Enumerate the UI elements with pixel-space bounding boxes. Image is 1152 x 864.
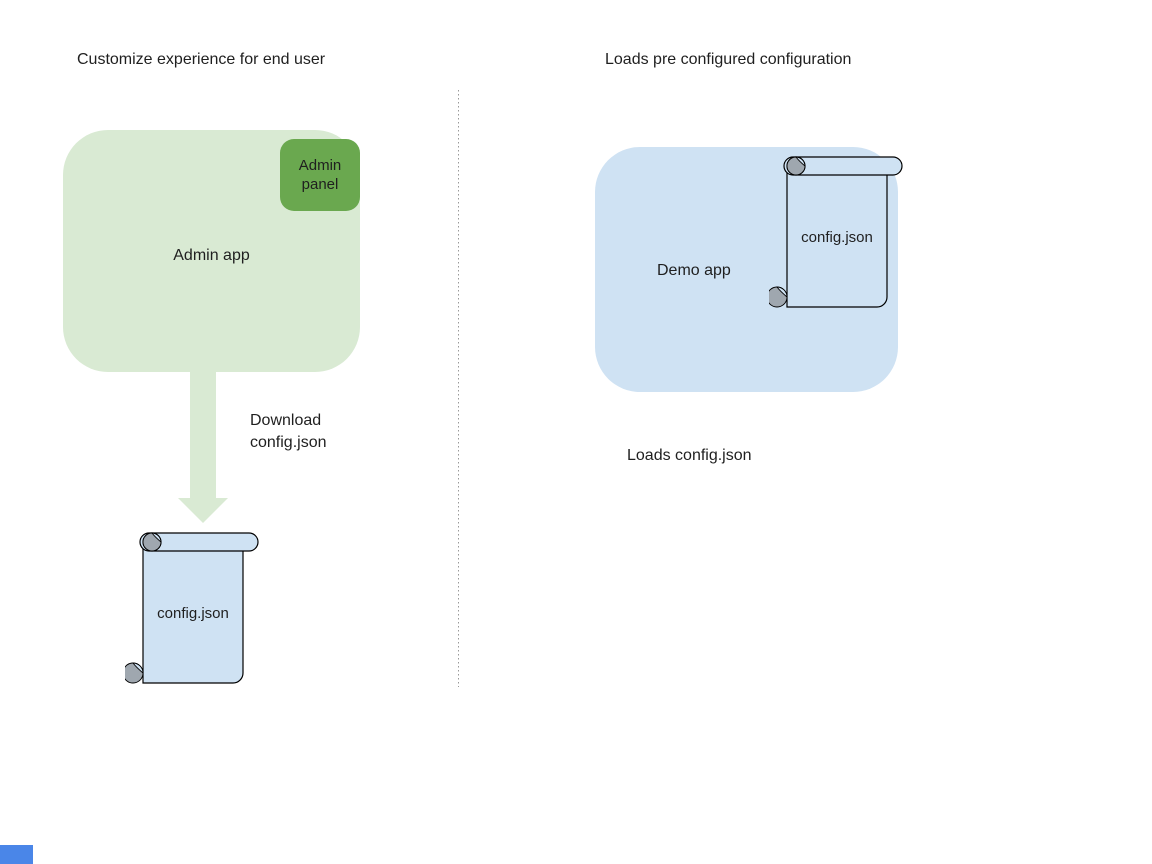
column-divider: [458, 90, 459, 687]
scroll-bottom-curl-highlight: [132, 662, 144, 674]
download-arrow: [178, 372, 228, 523]
config-file-label-left: config.json: [157, 605, 229, 622]
right-column-title: Loads pre configured configuration: [605, 51, 852, 68]
admin-app-label: Admin app: [173, 247, 250, 264]
scroll-top-curl-shade: [142, 532, 162, 552]
admin-panel-label: Admin panel: [298, 157, 342, 193]
demo-app-label: Demo app: [657, 262, 731, 279]
scroll-bottom-curl-highlight: [776, 286, 788, 298]
admin-panel-shape: Admin panel: [280, 139, 360, 211]
config-file-scroll-right: config.json: [769, 156, 903, 308]
download-arrow-shape: [178, 372, 228, 523]
left-column-title: Customize experience for end user: [77, 51, 326, 68]
scroll-roll-bar: [783, 156, 903, 176]
scroll-roll-bar: [139, 532, 259, 552]
stray-blue-shape: [0, 845, 33, 864]
scroll-top-curl-shade: [786, 156, 806, 176]
scroll-body: [786, 165, 888, 308]
config-file-label-right: config.json: [801, 229, 873, 246]
scroll-body: [142, 541, 244, 684]
download-caption: Download config.json: [250, 412, 327, 451]
loads-config-caption: Loads config.json: [627, 447, 752, 464]
config-file-scroll-left: config.json: [125, 532, 259, 684]
